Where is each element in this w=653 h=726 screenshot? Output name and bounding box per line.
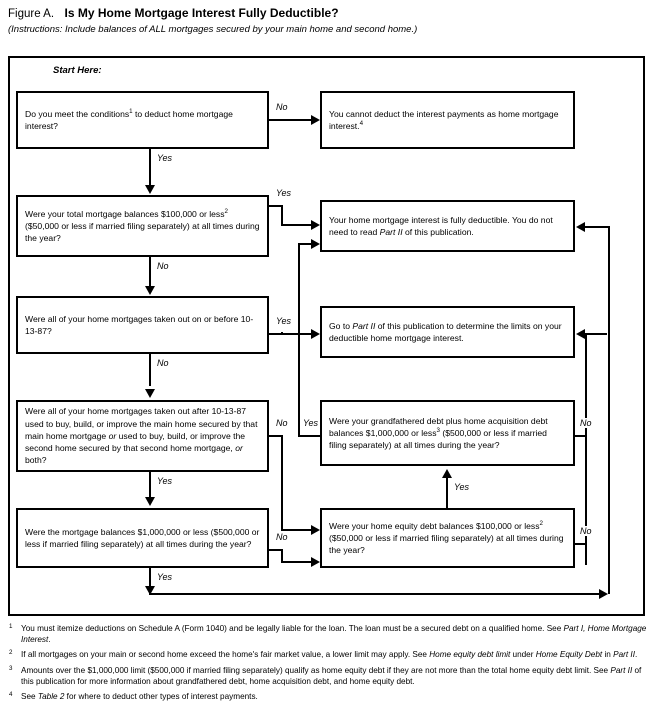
edge-q4-no-stub: [269, 435, 283, 437]
edge-q6-no-stub: [269, 549, 283, 551]
edge-label-q7-no: No: [579, 526, 593, 536]
right-outer-rail-top: [585, 226, 610, 228]
edge-q7-no-stub: [575, 543, 587, 545]
edge-label-q3-no: No: [156, 358, 170, 368]
node-question-conditions[interactable]: Do you meet the conditions1 to deduct ho…: [16, 91, 269, 149]
edge-q6-no-arrow: [311, 557, 320, 567]
page-title: Is My Home Mortgage Interest Fully Deduc…: [64, 6, 339, 20]
node-question-home-equity-100k-text: Were your home equity debt balances $100…: [329, 519, 564, 556]
edge-q3-no-line: [149, 354, 151, 386]
footnote-1: 1 You must itemize deductions on Schedul…: [9, 623, 647, 644]
footnote-ref-2: 2: [224, 207, 228, 215]
edge-q4-yes-top-hline: [298, 243, 312, 245]
footnote-1-number: 1: [9, 623, 13, 630]
node-question-after-101387-use[interactable]: Were all of your home mortgages taken ou…: [16, 400, 269, 472]
edge-q4-yes-vline: [298, 243, 300, 437]
bottom-rail: [149, 593, 601, 595]
footnote-2-number: 2: [9, 649, 13, 657]
edge-outer-rail-arrow: [576, 222, 585, 232]
footnote-ref-3: 3: [436, 427, 440, 435]
figure-label: Figure A.: [8, 8, 55, 20]
edge-label-q4-no: No: [275, 418, 289, 428]
figure-header: Figure A. Is My Home Mortgage Interest F…: [8, 4, 648, 22]
edge-q2-no-arrow: [145, 286, 155, 295]
edge-q1-no-arrow: [311, 115, 320, 125]
edge-q2-yes-arrow: [311, 220, 320, 230]
edge-q4-no-arrow: [311, 525, 320, 535]
edge-q6-yes-vline: [149, 568, 151, 594]
edge-label-q4-yes: Yes: [302, 418, 320, 428]
edge-q7-yes-arrow: [442, 469, 452, 478]
node-question-grandfathered-acquisition-1m[interactable]: Were your grandfathered debt plus home a…: [320, 400, 575, 466]
edge-label-q7-yes: Yes: [453, 482, 471, 492]
edge-q2-yes-hline: [281, 224, 312, 226]
edge-label-q1-yes: Yes: [156, 153, 174, 163]
edge-q4-no-vline: [281, 435, 283, 531]
edge-q2-yes-vline: [281, 205, 283, 226]
edge-label-q3-yes: Yes: [275, 316, 293, 326]
edge-label-q2-no: No: [156, 261, 170, 271]
edge-label-q1-no: No: [275, 102, 289, 112]
right-inner-rail-top: [585, 333, 607, 335]
flowchart-frame: Start Here: Do you meet the conditions1 …: [8, 56, 645, 616]
edge-q4-yes-down-line: [149, 472, 151, 498]
footnote-ref-4: 4: [359, 120, 364, 128]
node-result-cannot-deduct[interactable]: You cannot deduct the interest payments …: [320, 91, 575, 149]
edge-q3-yes-stub: [269, 333, 283, 335]
node-question-home-equity-100k[interactable]: Were your home equity debt balances $100…: [320, 508, 575, 568]
edge-q3-no-arrow: [145, 389, 155, 398]
footnote-2: 2 If all mortgages on your main or secon…: [9, 649, 638, 660]
edge-q1-yes-arrow: [145, 185, 155, 194]
edge-inner-rail-arrow: [576, 329, 585, 339]
edge-q5-no-vline: [585, 435, 587, 564]
edge-q7-yes-vline: [446, 478, 448, 509]
edge-label-q4-yes-down: Yes: [156, 476, 174, 486]
node-question-balances-1m-text: Were the mortgage balances $1,000,000 or…: [25, 526, 260, 549]
node-question-total-balances-100k[interactable]: Were your total mortgage balances $100,0…: [16, 195, 269, 257]
right-outer-rail: [608, 226, 610, 594]
node-result-cannot-deduct-text: You cannot deduct the interest payments …: [329, 108, 559, 131]
edge-q3-yes-hline: [281, 333, 312, 335]
instructions-line: (Instructions: Include balances of ALL m…: [8, 24, 418, 35]
node-result-fully-deductible-text: Your home mortgage interest is fully ded…: [329, 214, 553, 237]
edge-q3-yes-arrow: [311, 329, 320, 339]
footnote-4-number: 4: [9, 691, 13, 699]
edge-label-q6-yes: Yes: [156, 572, 174, 582]
edge-q7-no-vline: [585, 543, 587, 565]
node-result-fully-deductible[interactable]: Your home mortgage interest is fully ded…: [320, 200, 575, 252]
edge-q4-yes-top-arrow: [311, 239, 320, 249]
node-question-before-101387[interactable]: Were all of your home mortgages taken ou…: [16, 296, 269, 354]
footnote-3-number: 3: [9, 664, 13, 672]
node-question-total-balances-100k-text: Were your total mortgage balances $100,0…: [25, 207, 260, 244]
node-result-go-to-part-ii-text: Go to Part II of this publication to det…: [329, 320, 562, 343]
footnotes-block: 1 You must itemize deductions on Schedul…: [8, 623, 648, 707]
edge-q1-yes-line: [149, 149, 151, 186]
node-question-after-101387-use-text: Were all of your home mortgages taken ou…: [25, 406, 258, 466]
edge-q6-no-vline: [281, 549, 283, 563]
edge-q4-yes-hline: [298, 435, 320, 437]
edge-q6-no-hline: [281, 561, 312, 563]
edge-q2-yes-stub: [269, 205, 283, 207]
edge-label-q6-no: No: [275, 532, 289, 542]
right-inner-rail: [585, 333, 587, 437]
edge-q4-yes-down-arrow: [145, 497, 155, 506]
node-question-grandfathered-acquisition-1m-text: Were your grandfathered debt plus home a…: [329, 415, 548, 451]
edge-label-q5-no: No: [579, 418, 593, 428]
footnote-ref-2b: 2: [539, 519, 543, 527]
edge-q1-no-line: [269, 119, 312, 121]
edge-q5-no-stub: [575, 435, 587, 437]
footnote-3: 3 Amounts over the $1,000,000 limit ($50…: [9, 664, 642, 686]
footnote-ref-1: 1: [129, 107, 133, 115]
node-result-go-to-part-ii[interactable]: Go to Part II of this publication to det…: [320, 306, 575, 358]
edge-q6-yes-arrow-down: [145, 586, 155, 595]
edge-label-q2-yes: Yes: [275, 188, 293, 198]
edge-q4-no-hline: [281, 529, 312, 531]
node-question-conditions-text: Do you meet the conditions1 to deduct ho…: [25, 107, 233, 131]
node-question-before-101387-text: Were all of your home mortgages taken ou…: [25, 313, 254, 336]
edge-q2-no-line: [149, 257, 151, 287]
bottom-rail-arrow: [599, 589, 608, 599]
start-here-label: Start Here:: [53, 65, 102, 76]
footnote-4: 4 See Table 2 for where to deduct other …: [9, 691, 258, 702]
node-question-balances-1m[interactable]: Were the mortgage balances $1,000,000 or…: [16, 508, 269, 568]
